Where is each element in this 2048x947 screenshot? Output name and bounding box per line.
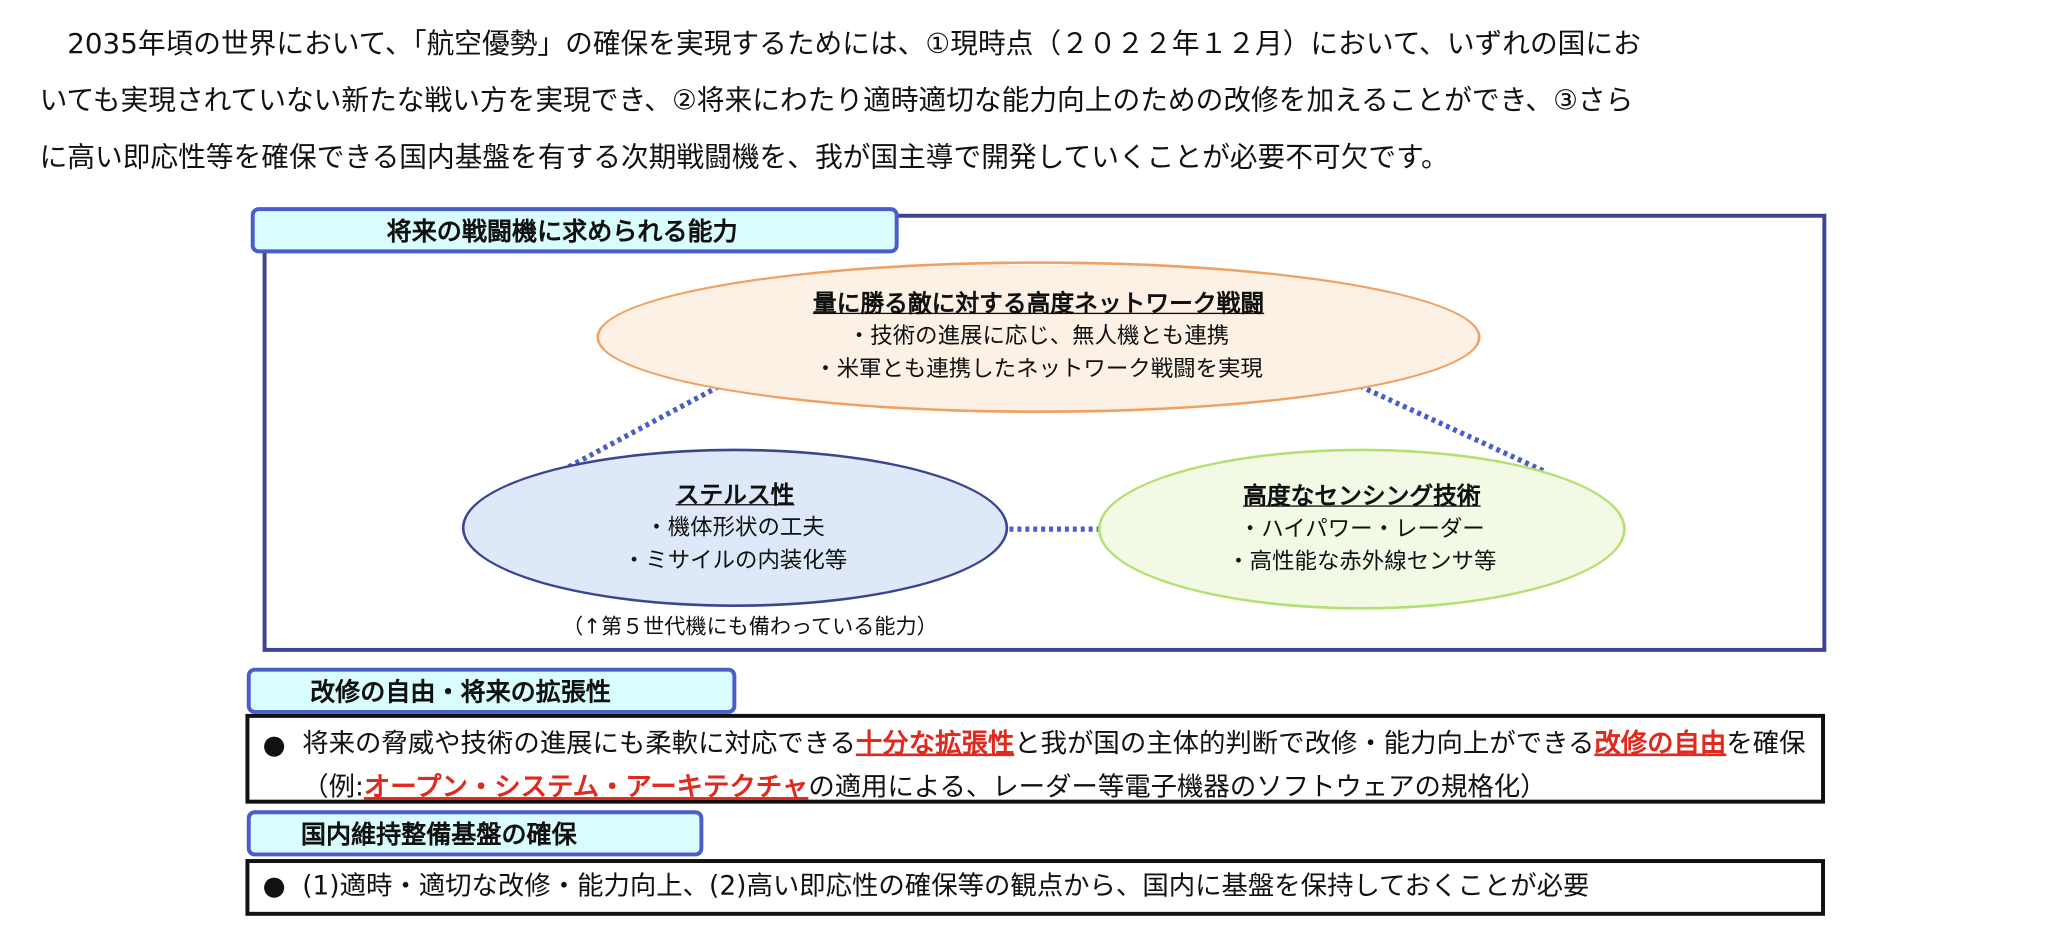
text: の適用による、レーダー等電子機器のソフトウェアの規格化） [808,770,1547,803]
connector-network-sensing [1351,380,1546,474]
sensing-item: ・ハイパワー・レーダー [1238,515,1485,542]
intro-line: に高い即応性等を確保できる国内基盤を有する次期戦闘機を、我が国主導で開発していく… [39,141,1449,173]
text: と我が国の主体的判断で改修・能力向上ができる [1014,727,1595,759]
fifth-gen-note: （↑第５世代機にも備わっている能力） [562,613,938,639]
text: 将来の脅威や技術の進展にも柔軟に対応できる [302,727,856,759]
stealth-title: ステルス性 [675,480,795,509]
stealth-item: ・ミサイルの内装化等 [622,546,848,574]
stealth-item: ・機体形状の工夫 [645,513,825,541]
domestic-text: (1)適時・適切な改修・能力向上、(2)高い即応性の確保等の観点から、国内に基盤… [302,869,1590,902]
capabilities-header: 将来の戦闘機に求められる能力 [250,207,899,254]
highlight-freedom: 改修の自由 [1594,727,1727,759]
intro-line: 2035年頃の世界において、「航空優勢」の確保を実現するためには、①現時点（２０… [39,27,1641,60]
sensing-title: 高度なセンシング技術 [1243,482,1481,511]
sensing-item: ・高性能な赤外線センサ等 [1227,548,1497,575]
stealth-ellipse: ステルス性 ・機体形状の工夫 ・ミサイルの内装化等 [461,448,1009,608]
network-ellipse: 量に勝る敵に対する高度ネットワーク戦闘 ・技術の進展に応じ、無人機とも連携 ・米… [596,261,1481,414]
domestic-box: ● (1)適時・適切な改修・能力向上、(2)高い即応性の確保等の観点から、国内に… [245,859,1826,916]
bullet-icon: ● [262,728,286,761]
network-item: ・米軍とも連携したネットワーク戦闘を実現 [814,356,1263,383]
highlight-osa: オープン・システム・アーキテクチャ [363,770,809,803]
expandability-header: 改修の自由・将来の拡張性 [246,667,737,714]
intro-paragraph: 2035年頃の世界において、「航空優勢」の確保を実現するためには、①現時点（２０… [40,16,2019,186]
expandability-box: ● 将来の脅威や技術の進展にも柔軟に対応できる十分な拡張性と我が国の主体的判断で… [245,713,1826,804]
highlight-expandability: 十分な拡張性 [855,727,1015,759]
domestic-header-label: 国内維持整備基盤の確保 [300,820,577,850]
domestic-header: 国内維持整備基盤の確保 [246,810,704,857]
text: を確保（例: [302,727,1806,803]
bullet-icon: ● [262,869,286,902]
network-title: 量に勝る敵に対する高度ネットワーク戦闘 [812,290,1265,319]
expandability-header-label: 改修の自由・将来の拡張性 [310,678,611,708]
connector-network-stealth [542,380,728,483]
capabilities-header-label: 将来の戦闘機に求められる能力 [386,217,738,247]
intro-line: いても実現されていない新たな戦い方を実現でき、②将来にわたり適時適切な能力向上の… [39,84,1634,117]
network-item: ・技術の進展に応じ、無人機とも連携 [847,323,1230,350]
sensing-ellipse: 高度なセンシング技術 ・ハイパワー・レーダー ・高性能な赤外線センサ等 [1097,448,1626,610]
